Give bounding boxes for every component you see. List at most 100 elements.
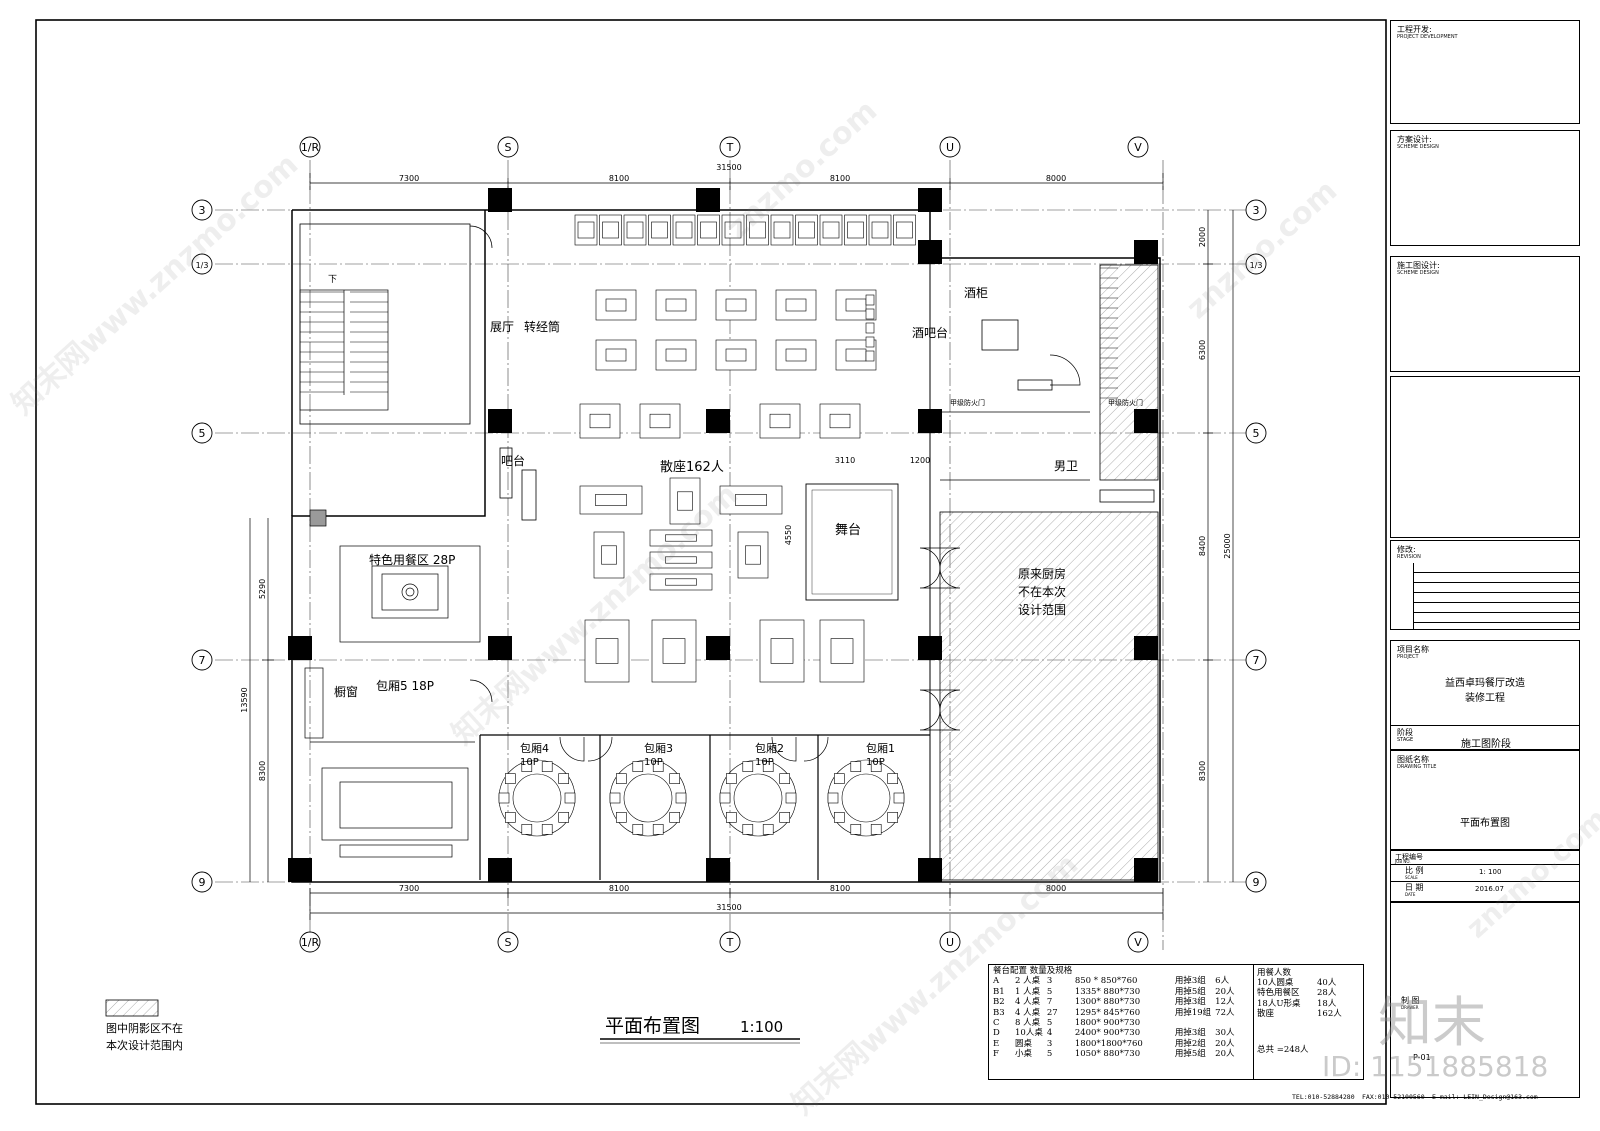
vertical-dimension-text: 2000 6300 8400 8300 25000 5290 8300 1359… <box>240 227 1232 781</box>
axis-bubble-row <box>1245 649 1267 671</box>
round-table-top <box>841 773 891 823</box>
tb-date-cn: 日 期 <box>1405 883 1424 892</box>
axis-bubble-col <box>497 136 519 158</box>
dim-right-2: 6300 <box>1198 340 1207 360</box>
table-top <box>601 545 617 565</box>
chair <box>865 308 875 320</box>
legend-cell: 3 <box>1046 976 1053 987</box>
table-top <box>677 491 693 511</box>
column <box>918 858 942 882</box>
legend-header-right: 用餐人数 <box>1257 968 1292 978</box>
dim-4550: 4550 <box>784 525 793 545</box>
round-table-chair <box>834 773 845 784</box>
structural-columns <box>288 188 1158 882</box>
dim-left-1: 5290 <box>258 579 267 599</box>
column <box>1134 636 1158 660</box>
legend-cell <box>1213 1018 1236 1028</box>
tb-revision-cn: 修改: <box>1397 545 1416 554</box>
legend-cell: 6人 <box>1215 976 1230 987</box>
axis-bubble-row <box>1245 253 1267 275</box>
round-table-top <box>512 773 562 823</box>
tb-scheme: 方案设计: SCHEME DESIGN <box>1390 130 1580 246</box>
round-table-chair <box>505 812 516 823</box>
tb-drawing-title: 图纸名称 DRAWING TITLE 平面布置图 <box>1390 750 1580 850</box>
round-table-chair <box>558 812 569 823</box>
round-table-chair <box>521 761 533 772</box>
legend-cell: B2 <box>993 997 1005 1008</box>
table <box>759 619 805 683</box>
legend-cell: 用掉2组 <box>1174 1038 1206 1049</box>
axis-label-row: 3 <box>1253 204 1260 217</box>
footer-tel: TEL:010-52884280 <box>1292 1093 1355 1101</box>
table-top <box>770 638 794 664</box>
round-tables <box>498 759 905 837</box>
dimension-lines <box>249 173 1234 920</box>
room-labels: 展厅 转经筒 吧台 散座162人 舞台 酒柜 酒吧台 甲级防火门 甲级防火门 男… <box>328 275 1143 768</box>
tb-job-en: JOB NO. <box>1395 859 1411 864</box>
capacity-cell: 散座 <box>1257 1009 1275 1020</box>
round-table-chair <box>521 824 533 835</box>
drawing-title: 平面布置图 <box>605 1015 700 1037</box>
round-table-chair <box>505 773 516 784</box>
table <box>715 289 757 321</box>
table-top <box>665 534 697 542</box>
axis-label-col: T <box>726 936 734 949</box>
legend-cell: 1335* 880*730 <box>1074 986 1141 997</box>
booth <box>893 214 916 246</box>
axis-bubble-row <box>191 422 213 444</box>
label-fire-door-b: 甲级防火门 <box>1108 398 1143 407</box>
column <box>706 409 730 433</box>
dim-right-4: 8300 <box>1198 761 1207 781</box>
round-table-outer <box>498 759 576 837</box>
table <box>639 403 681 439</box>
table <box>719 485 783 515</box>
footer-fax: FAX:010-52100560 <box>1362 1093 1425 1101</box>
dim-bottom-4: 8000 <box>1046 884 1066 893</box>
axis-label-row: 7 <box>1253 654 1260 667</box>
column <box>288 636 312 660</box>
table-top <box>830 638 854 664</box>
round-table-chair <box>616 773 627 784</box>
tb-stage-cn: 阶段 <box>1397 728 1413 737</box>
label-exhibition: 展厅 <box>490 320 514 334</box>
axis-label-row: 9 <box>1253 876 1260 889</box>
booth-table <box>847 221 864 239</box>
legend-cell: 1800* 900*730 <box>1074 1018 1141 1029</box>
legend-cell: 4 人桌 <box>1015 997 1041 1008</box>
legend-cell: D <box>993 1028 1000 1039</box>
table-top <box>662 638 686 664</box>
table-top <box>605 298 627 312</box>
table-top <box>649 413 671 429</box>
round-table-chair <box>541 761 553 772</box>
table <box>649 573 713 591</box>
table-top <box>829 413 851 429</box>
legend-cell: 27 <box>1046 1007 1058 1018</box>
axis-bubble-row <box>191 253 213 275</box>
legend-cell: 30人 <box>1215 1028 1235 1039</box>
stair-block <box>299 289 389 411</box>
label-private-1: 包厢1 <box>866 742 895 755</box>
label-10p-4: 10P <box>520 757 539 768</box>
legend-cell: 1050* 880*730 <box>1074 1049 1141 1060</box>
chair <box>865 350 875 362</box>
legend-cell: 1300* 880*730 <box>1074 997 1141 1008</box>
table <box>584 619 630 683</box>
table <box>715 339 757 371</box>
booth <box>795 214 818 246</box>
legend-cell: 用掉3组 <box>1174 976 1206 987</box>
dim-top-1: 7300 <box>399 174 419 183</box>
dim-top-2: 8100 <box>609 174 629 183</box>
tb-scale-en: SCALE <box>1405 875 1418 880</box>
table-top <box>725 348 747 362</box>
tb-construction-en: SCHEME DESIGN <box>1397 270 1439 276</box>
dim-right-1: 2000 <box>1198 227 1207 247</box>
booth-table <box>896 221 913 239</box>
round-table-chair <box>652 824 664 835</box>
dim-right-total: 25000 <box>1223 533 1232 558</box>
axis-label-row: 1/3 <box>196 261 209 270</box>
